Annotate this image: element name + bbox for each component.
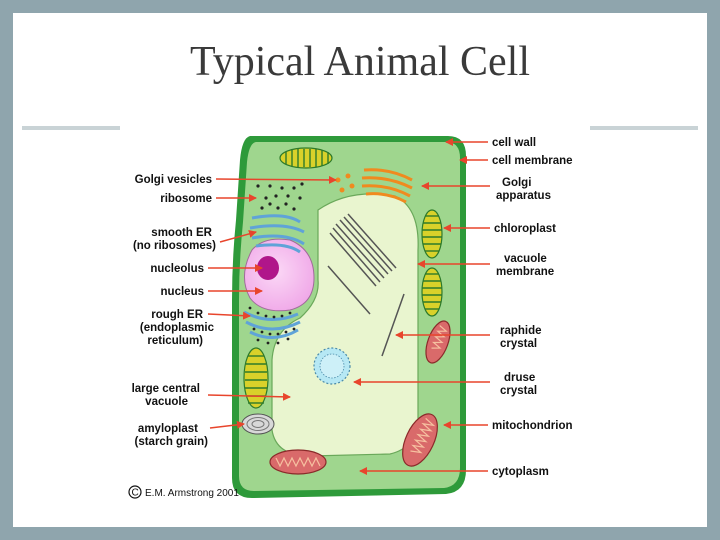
amyloplast bbox=[241, 413, 275, 435]
smooth-er bbox=[249, 214, 305, 254]
mitochondrion bbox=[269, 449, 327, 475]
mitochondrion bbox=[425, 320, 451, 364]
chloroplast bbox=[279, 147, 333, 169]
rough-er-ribosomes bbox=[248, 306, 296, 345]
label-golgi-vesicles: Golgi vesicles bbox=[135, 174, 212, 186]
chloroplast bbox=[421, 209, 443, 259]
label-golgi: Golgi bbox=[502, 177, 531, 189]
label-druse: druse bbox=[504, 372, 535, 384]
label-rough-er-note-2: reticulum) bbox=[147, 335, 203, 347]
label-cytoplasm: cytoplasm bbox=[492, 466, 549, 478]
label-golgi-apparatus: apparatus bbox=[496, 190, 551, 202]
chloroplast bbox=[421, 267, 443, 317]
label-arrows bbox=[207, 138, 490, 475]
label-smooth-er-note: (no ribosomes) bbox=[133, 240, 216, 252]
label-ribosome: ribosome bbox=[160, 193, 212, 205]
copyright: C E.M. Armstrong 2001 bbox=[128, 485, 239, 499]
ribosomes bbox=[256, 182, 304, 211]
label-large-central-vacuole: large central bbox=[132, 383, 200, 395]
label-smooth-er: smooth ER bbox=[151, 227, 212, 239]
label-cell-wall: cell wall bbox=[492, 137, 536, 149]
label-druse-crystal: crystal bbox=[500, 385, 537, 397]
golgi-apparatus bbox=[361, 168, 413, 204]
copyright-symbol: C bbox=[132, 488, 139, 499]
label-nucleolus: nucleolus bbox=[150, 263, 204, 275]
mitochondrion bbox=[402, 413, 438, 467]
labels-right: cell wall cell membrane Golgi apparatus … bbox=[492, 137, 573, 478]
label-rough-er-note-1: (endoplasmic bbox=[140, 322, 215, 334]
label-vacuole-membrane-2: membrane bbox=[496, 266, 554, 278]
label-vacuole: vacuole bbox=[145, 396, 188, 408]
label-nucleus: nucleus bbox=[161, 286, 204, 298]
label-mitochondrion: mitochondrion bbox=[492, 420, 573, 432]
nucleus bbox=[244, 238, 315, 312]
raphide-crystal bbox=[327, 213, 405, 357]
title-rule-left bbox=[22, 126, 120, 130]
nucleolus bbox=[257, 256, 279, 280]
slide-title: Typical Animal Cell bbox=[190, 39, 530, 85]
copyright-text: E.M. Armstrong 2001 bbox=[145, 488, 239, 499]
druse-crystal bbox=[313, 347, 351, 385]
label-rough-er: rough ER bbox=[151, 309, 203, 321]
label-amyloplast: amyloplast bbox=[138, 423, 198, 435]
chloroplast bbox=[243, 347, 269, 409]
label-raphide: raphide bbox=[500, 325, 542, 337]
label-chloroplast: chloroplast bbox=[494, 223, 556, 235]
label-starch-grain: (starch grain) bbox=[135, 436, 209, 448]
label-cell-membrane: cell membrane bbox=[492, 155, 573, 167]
label-vacuole-membrane-1: vacuole bbox=[504, 253, 547, 265]
label-raphide-crystal: crystal bbox=[500, 338, 537, 350]
labels-left: Golgi vesicles ribosome smooth ER (no ri… bbox=[132, 174, 217, 448]
title-rule-right bbox=[590, 126, 698, 130]
